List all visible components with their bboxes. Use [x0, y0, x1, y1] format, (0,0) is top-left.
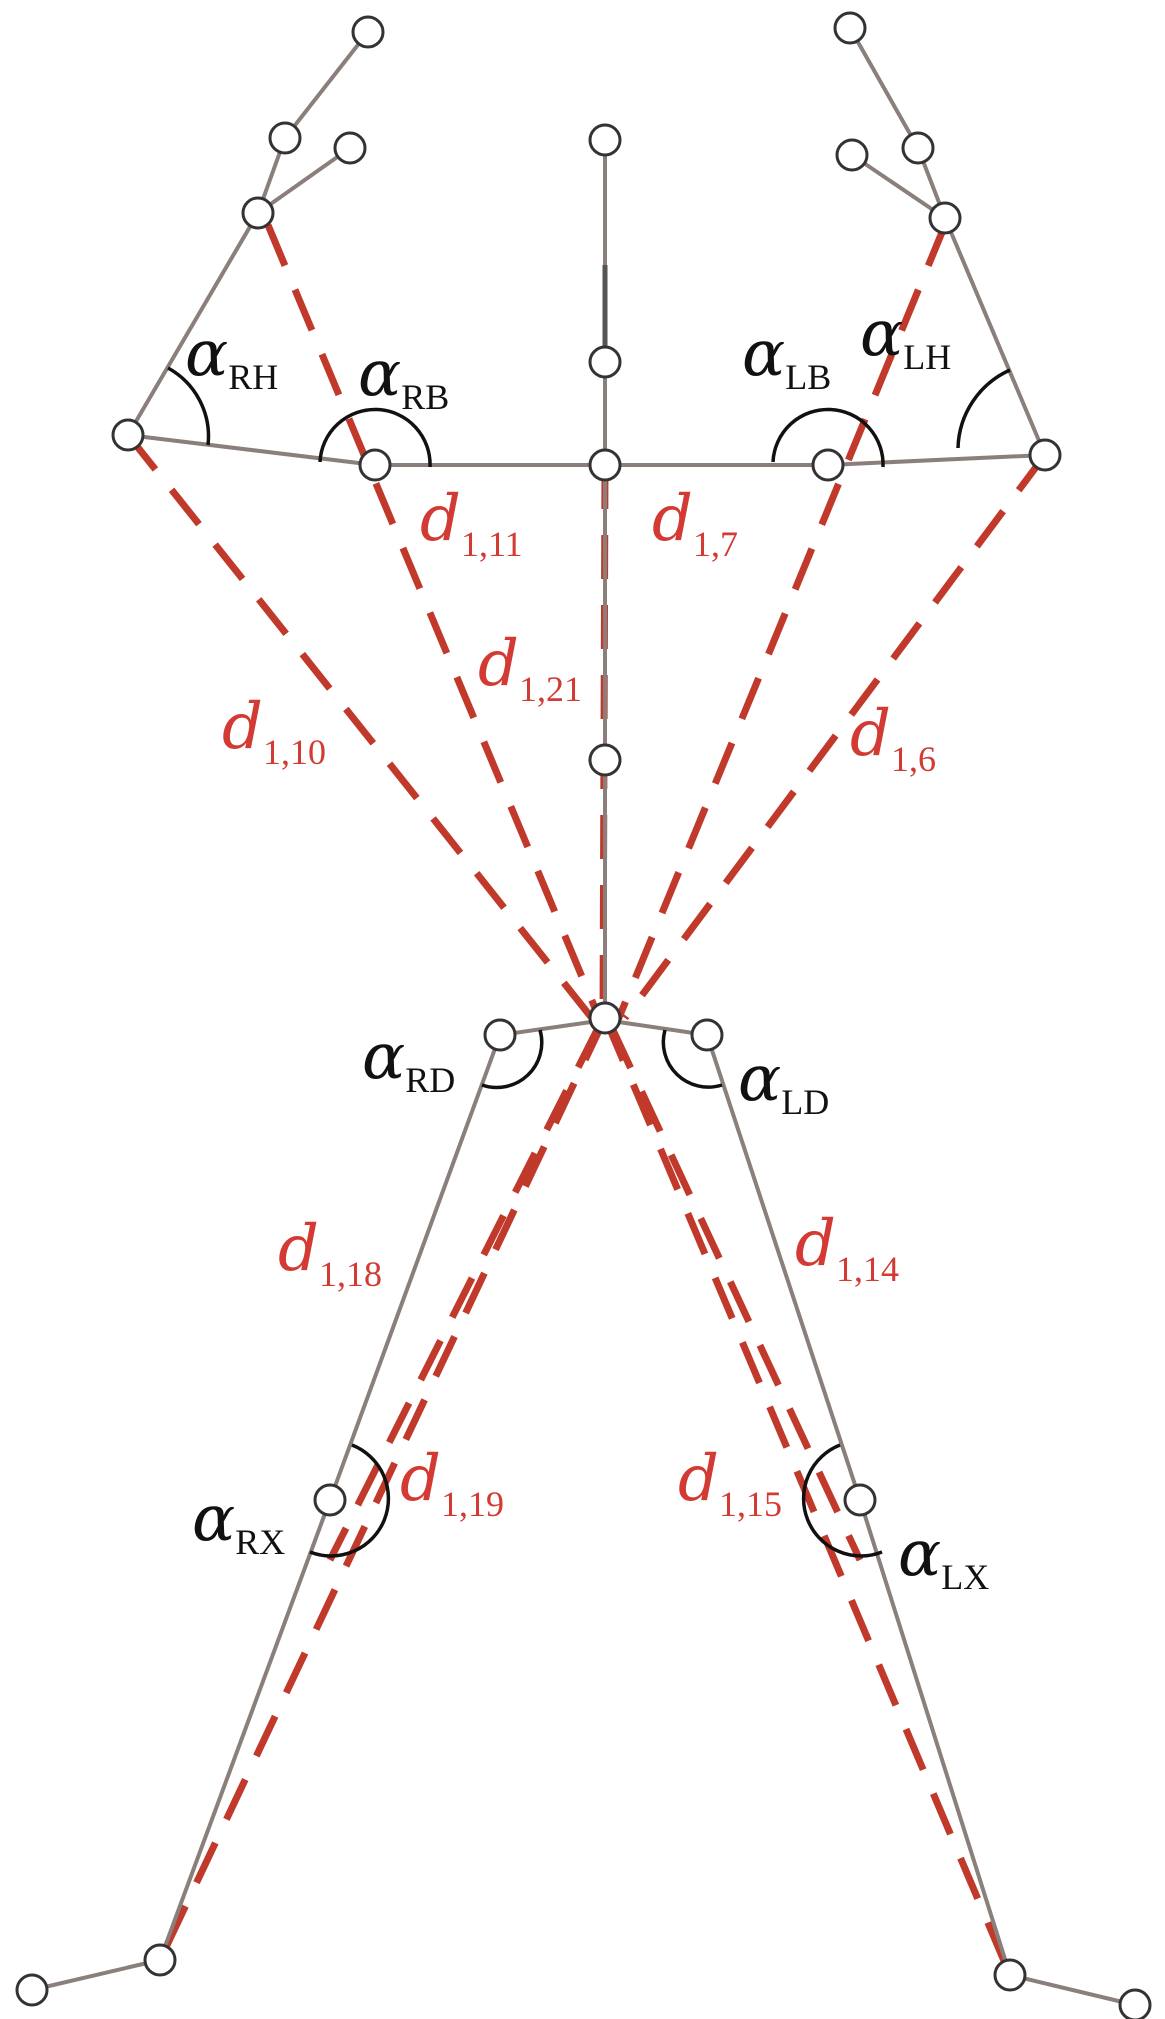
bone-thigh-left — [705, 1033, 862, 1502]
joint-handtip-right — [351, 15, 385, 49]
distance-label-1-14: d1,14 — [795, 1207, 899, 1289]
joint-spine-base — [588, 1001, 622, 1035]
distance-label-1-15: d1,15 — [678, 1442, 782, 1524]
angle-label-lx: αLX — [898, 1517, 989, 1597]
bone-forearm-right — [126, 211, 260, 437]
bone-forearm-left — [943, 216, 1047, 457]
angle-arc-lx — [801, 1443, 883, 1558]
distance-label-1-7: d1,7 — [652, 482, 738, 564]
joint-shoulder-left — [811, 448, 845, 482]
distance-label-1-10: d1,10 — [222, 690, 326, 772]
distance-label-1-11: d1,11 — [420, 482, 523, 564]
angle-label-ld: αLD — [738, 1042, 829, 1122]
joint-hip-right — [483, 1018, 517, 1052]
distance-label-1-6: d1,6 — [850, 697, 936, 779]
joint-shoulder-right — [358, 448, 392, 482]
distance-label-1-18: d1,18 — [278, 1212, 382, 1294]
joint-knee-right — [313, 1483, 347, 1517]
distance-line-1-18 — [156, 1018, 608, 1962]
distance-line-1-11 — [264, 223, 604, 1022]
bone-hip-left — [603, 1018, 709, 1037]
joint-wrist-left — [928, 201, 962, 235]
distance-label-1-19: d1,19 — [400, 1442, 504, 1524]
distance-line-1-7 — [614, 223, 949, 1022]
distance-line-1-14 — [602, 1018, 1014, 1977]
angle-arc-rd — [481, 1029, 544, 1090]
bone-thumb-left — [850, 153, 947, 220]
joint-thumb-right — [333, 131, 367, 165]
angle-arc-rh — [167, 366, 211, 446]
angle-arc-lb — [771, 407, 885, 468]
bone-foot-left — [1008, 1973, 1137, 2007]
angle-arc-lh — [956, 368, 1011, 449]
angle-arc-rb — [318, 407, 432, 468]
joint-neck — [588, 345, 622, 379]
joint-wrist-right — [241, 196, 275, 230]
joint-ankle-right — [143, 1943, 177, 1977]
bone-hip-right — [498, 1018, 607, 1037]
distance-line-1-10 — [125, 432, 598, 1025]
bone-foot-right — [30, 1958, 162, 1992]
angle-label-rb: αRB — [358, 337, 449, 417]
distance-label-1-21: d1,21 — [478, 627, 582, 709]
joint-thumb-left — [835, 138, 869, 172]
joint-hip-left — [690, 1018, 724, 1052]
distance-line-1-6 — [622, 452, 1048, 1021]
angle-arcs — [167, 366, 1011, 1558]
distance-lines — [125, 223, 1048, 1977]
joint-spine-mid — [588, 743, 622, 777]
distance-line-1-19 — [326, 1026, 602, 1562]
angle-label-rx: αRX — [192, 1482, 285, 1562]
joint-ankle-left — [993, 1958, 1027, 1992]
bone-finger-right — [283, 30, 370, 140]
distance-line-1-15 — [608, 1026, 864, 1562]
bone-shin-left — [858, 1498, 1012, 1977]
bone-upperarm-right — [126, 433, 377, 467]
bone-shin-right — [158, 1498, 332, 1962]
angle-label-lb: αLB — [742, 317, 831, 397]
angle-arc-rx — [309, 1443, 391, 1558]
joint-spine-shoulder — [588, 448, 622, 482]
skeleton-bones — [30, 26, 1137, 2007]
angle-label-lh: αLH — [860, 297, 951, 377]
joint-head — [588, 123, 622, 157]
joint-knee-left — [843, 1483, 877, 1517]
joint-elbow-left — [1028, 438, 1062, 472]
distance-labels: d1,11 d1,7 d1,21 d1,10 d1,6 d1,18 d1,14 … — [222, 482, 936, 1524]
bone-thumb-right — [256, 146, 352, 215]
angle-label-rh: αRH — [185, 317, 278, 397]
joint-foot-right — [15, 1973, 49, 2007]
joint-hand-right — [268, 121, 302, 155]
bone-upperarm-left — [826, 453, 1047, 467]
joint-hand-left — [901, 131, 935, 165]
joint-foot-left — [1118, 1988, 1152, 2019]
joint-handtip-left — [833, 11, 867, 45]
joint-elbow-right — [111, 418, 145, 452]
angle-label-rd: αRD — [362, 1020, 455, 1100]
joints — [15, 11, 1152, 2019]
bone-thigh-right — [328, 1033, 502, 1502]
angle-arc-ld — [661, 1029, 723, 1089]
bone-finger-left — [848, 26, 920, 150]
angle-labels: αRH αRB αLB αLH αRD αLD αRX αLX — [185, 297, 989, 1597]
